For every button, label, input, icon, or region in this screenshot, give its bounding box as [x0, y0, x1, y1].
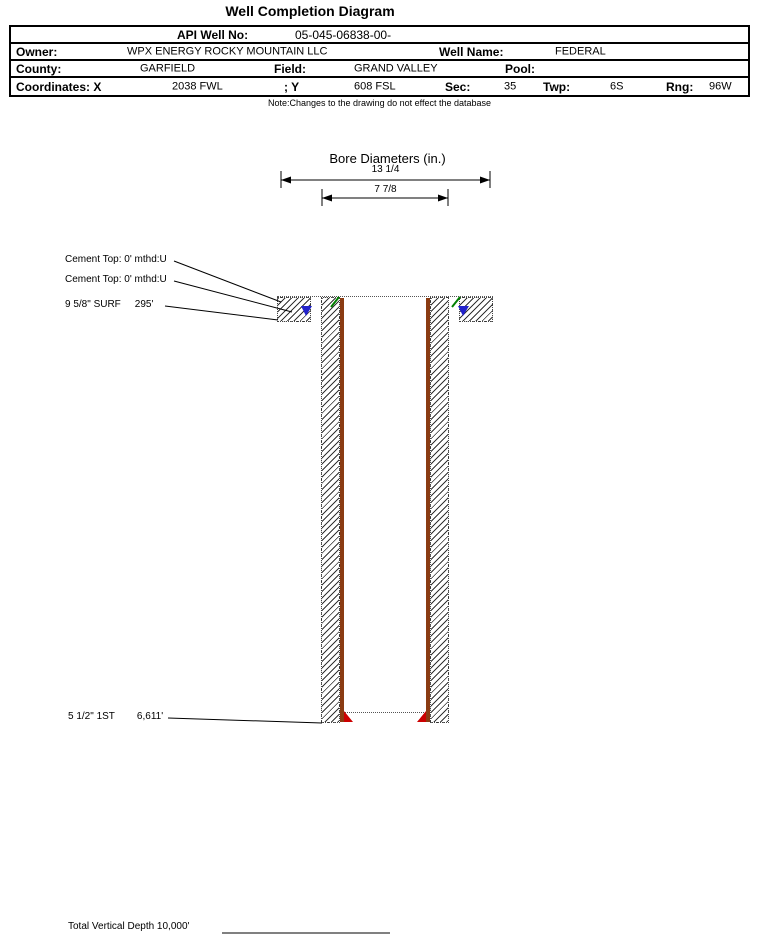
casing-shoe-line — [344, 712, 426, 713]
surface-casing-cement-right — [459, 297, 493, 322]
production-casing-depth: 6,611' — [136, 711, 164, 722]
cement-top-2-leader-line — [173, 280, 293, 313]
bore-diameters-title: Bore Diameters (in.) — [329, 151, 446, 166]
surface-casing-leader-line — [164, 305, 279, 321]
total-vertical-depth-annotation: Total Vertical Depth 10,000' — [68, 921, 190, 932]
surface-casing-depth: 295' — [134, 299, 154, 310]
cement-top-annotation-1: Cement Top: 0' mthd:U — [65, 254, 167, 265]
dim-outer-left-arrow-icon — [281, 176, 291, 184]
twp-label: Twp: — [543, 79, 571, 94]
outer-bore-diameter-value: 13 1/4 — [371, 164, 400, 175]
sec-value: 35 — [504, 80, 517, 92]
coordinates-y-label: ; Y — [284, 79, 300, 94]
api-well-no-label: API Well No: — [177, 27, 249, 42]
borehole-wall-left — [321, 297, 340, 723]
table-row-owner: Owner: WPX ENERGY ROCKY MOUNTAIN LLC Wel… — [11, 44, 748, 61]
borehole-wall-right — [430, 297, 449, 723]
coordinates-y-value: 608 FSL — [354, 80, 396, 92]
production-casing-annotation: 5 1/2" 1ST 6,611' — [68, 711, 163, 722]
pool-label: Pool: — [505, 61, 535, 76]
coordinates-x-value: 2038 FWL — [172, 80, 223, 92]
surface-line — [277, 296, 493, 297]
production-casing-leader-line — [167, 717, 323, 724]
twp-value: 6S — [610, 80, 624, 92]
page-title: Well Completion Diagram — [225, 3, 395, 19]
table-row-county: County: GARFIELD Field: GRAND VALLEY Poo… — [11, 61, 748, 78]
sec-label: Sec: — [445, 79, 471, 94]
dim-inner-left-arrow-icon — [322, 194, 332, 202]
api-well-no-value: 05-045-06838-00- — [295, 27, 392, 42]
well-name-label: Well Name: — [439, 44, 504, 59]
well-info-table: API Well No: 05-045-06838-00- Owner: WPX… — [9, 25, 750, 97]
table-row-coordinates: Coordinates: X 2038 FWL ; Y 608 FSL Sec:… — [11, 78, 748, 95]
cement-top-annotation-2: Cement Top: 0' mthd:U — [65, 274, 167, 285]
surface-casing-cement-left — [277, 297, 311, 322]
table-row-api: API Well No: 05-045-06838-00- — [11, 27, 748, 44]
production-casing-size-label: 5 1/2" 1ST — [68, 711, 115, 722]
inner-bore-diameter-value: 7 7/8 — [374, 184, 397, 195]
rng-label: Rng: — [666, 79, 694, 94]
dim-outer-right-arrow-icon — [480, 176, 490, 184]
well-name-value: FEDERAL — [555, 45, 606, 57]
field-value: GRAND VALLEY — [354, 62, 438, 74]
county-label: County: — [16, 61, 62, 76]
owner-label: Owner: — [16, 44, 58, 59]
field-label: Field: — [274, 61, 306, 76]
surface-casing-annotation: 9 5/8" SURF 295' — [65, 299, 153, 310]
coordinates-label: Coordinates: X — [16, 79, 102, 94]
owner-value: WPX ENERGY ROCKY MOUNTAIN LLC — [127, 45, 328, 57]
database-note: Note:Changes to the drawing do not effec… — [268, 98, 491, 108]
production-casing-left-line — [340, 298, 344, 722]
surface-casing-size-label: 9 5/8" SURF — [65, 299, 121, 310]
rng-value: 96W — [709, 80, 732, 92]
dim-inner-right-arrow-icon — [438, 194, 448, 202]
county-value: GARFIELD — [140, 62, 196, 74]
cement-top-1-leader-line — [173, 260, 282, 303]
production-casing-right-line — [426, 298, 430, 722]
